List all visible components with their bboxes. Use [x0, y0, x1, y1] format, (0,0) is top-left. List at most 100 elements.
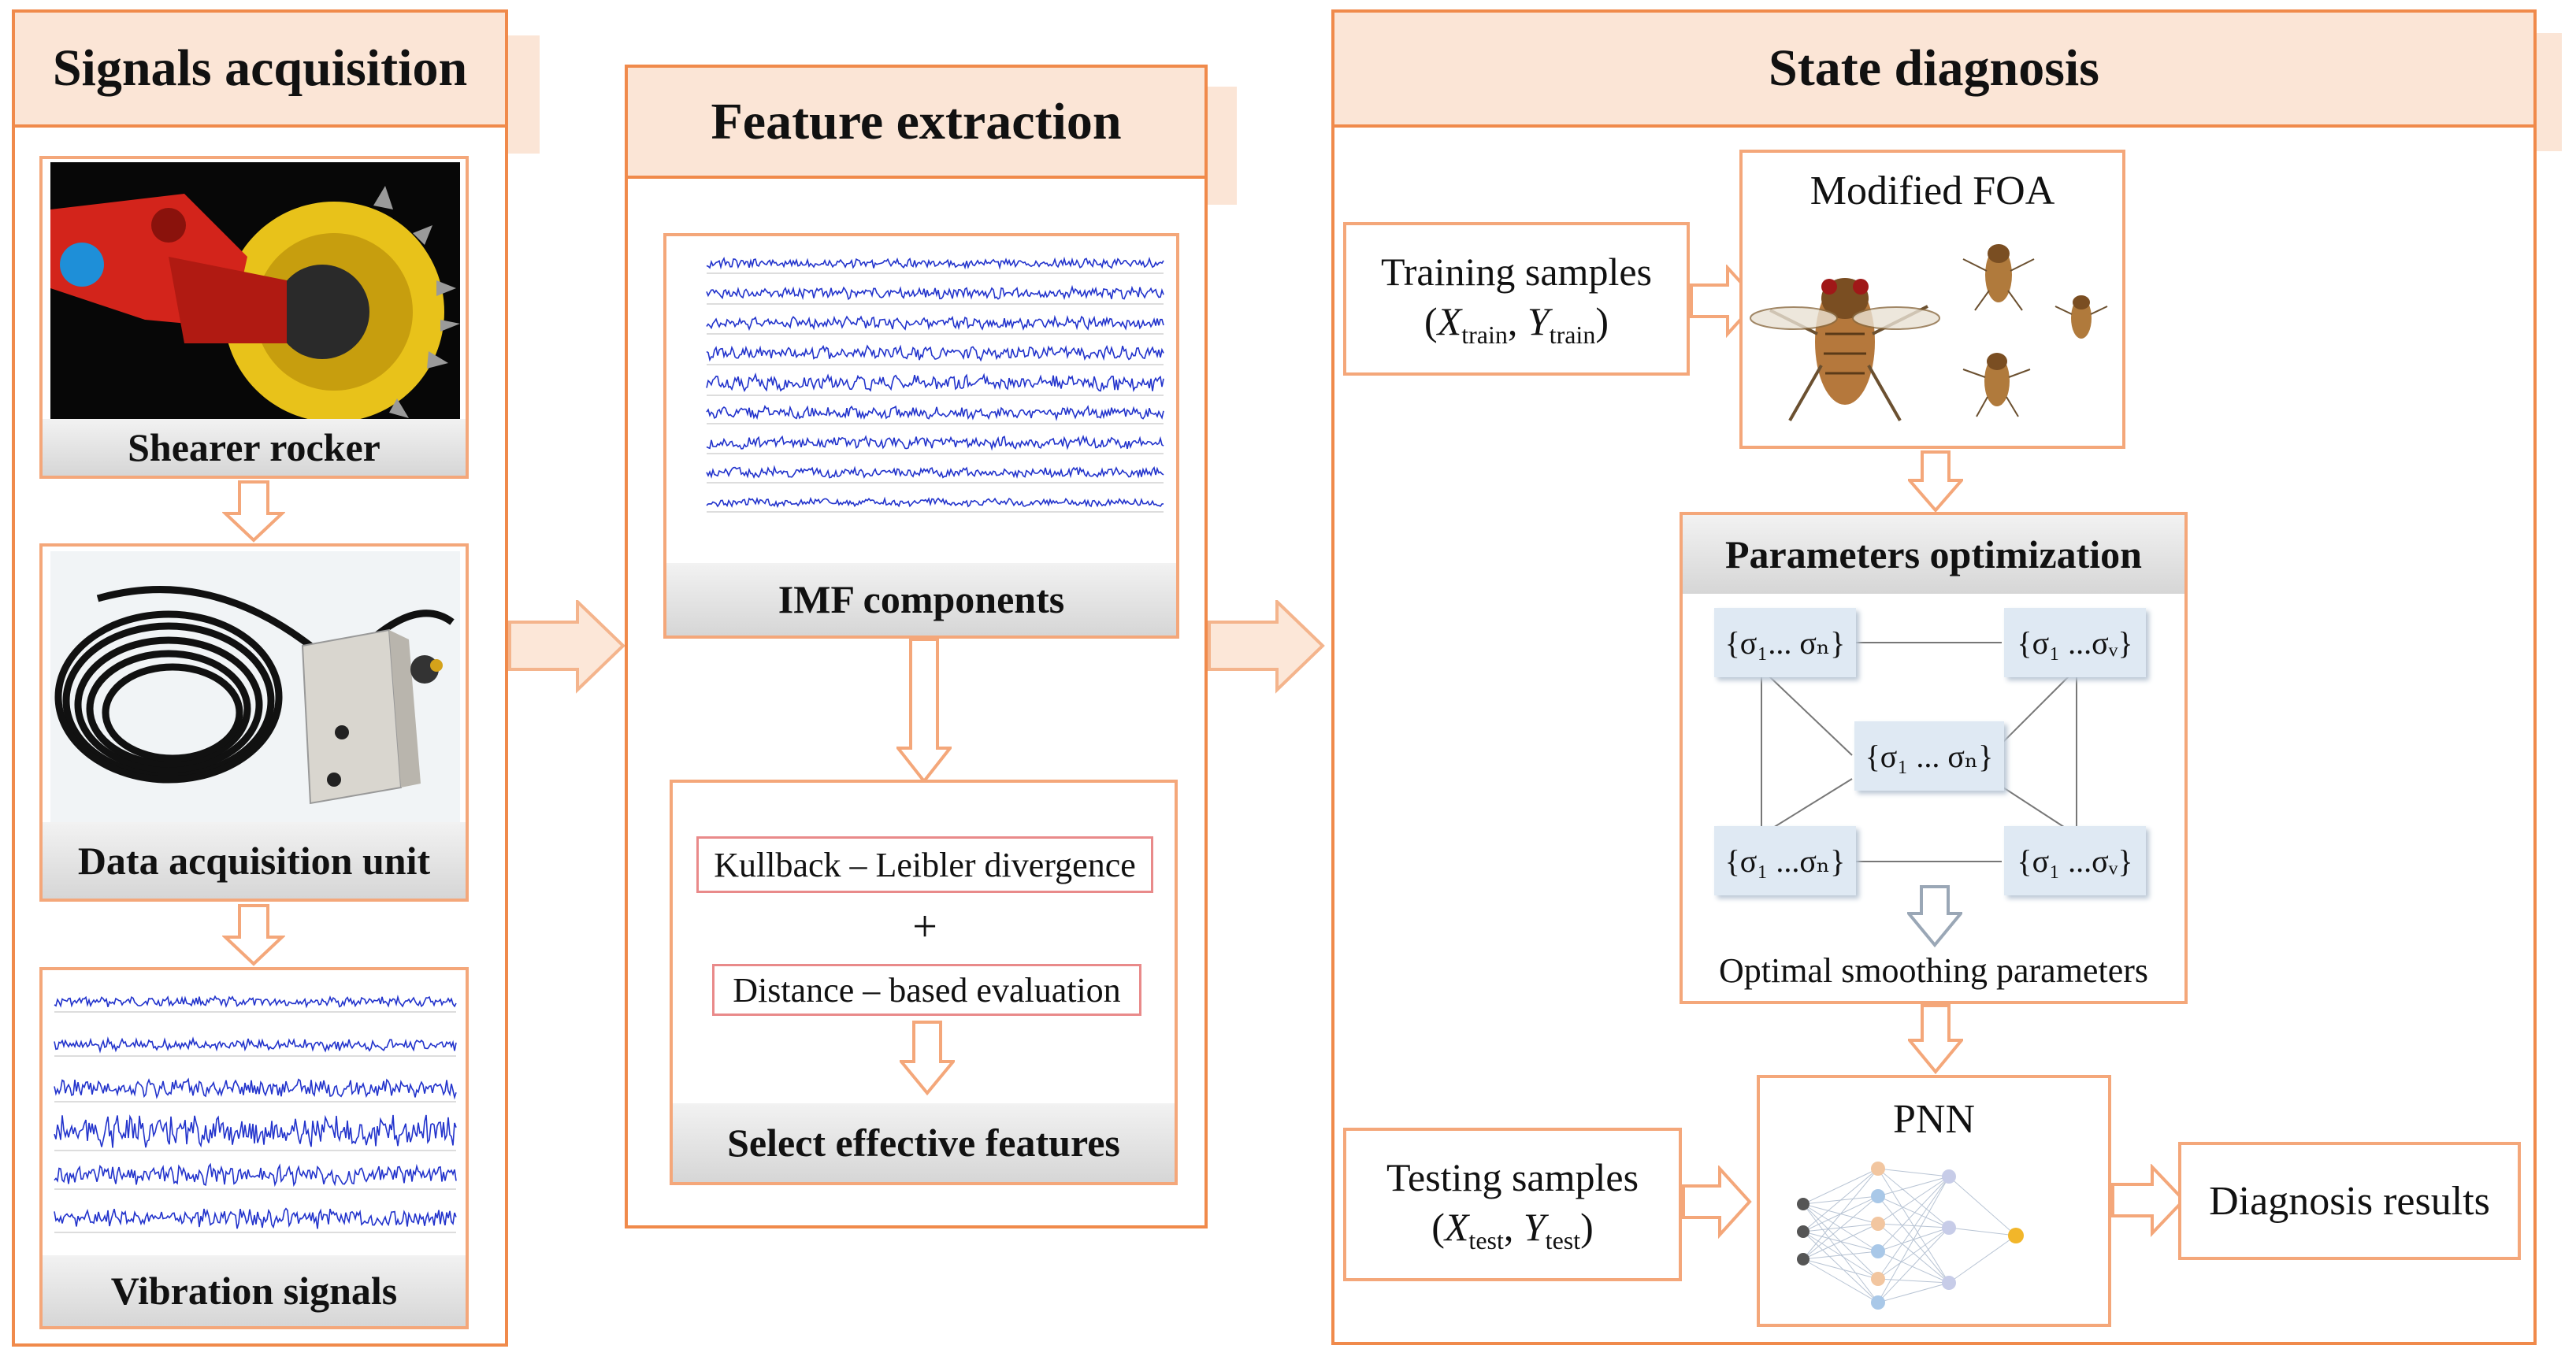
- pnn-link-in-0-5: [1802, 1203, 1879, 1303]
- pnn-link-s-2: [1948, 1235, 2017, 1284]
- vibration-caption: Vibration signals: [43, 1255, 466, 1326]
- extraction-title: Feature extraction: [711, 92, 1122, 150]
- diagnosis-header: State diagnosis: [1331, 9, 2537, 128]
- imf-wave-9: [706, 496, 1164, 509]
- foa-title: Modified FOA: [1743, 167, 2122, 214]
- sigma-node-top-right: {σ₁ ...σᵥ}: [2004, 608, 2146, 677]
- pnn-link-p-4-2: [1877, 1278, 1950, 1284]
- distance-label: Distance – based evaluation: [733, 970, 1121, 1010]
- kl-box: Kullback – Leibler divergence: [696, 836, 1153, 893]
- training-x: X: [1437, 298, 1462, 343]
- pnn-link-p-4-1: [1877, 1227, 1950, 1280]
- foa-box: Modified FOA: [1739, 150, 2125, 449]
- pnn-link-p-1-1: [1877, 1195, 1950, 1228]
- params-label: Parameters optimization: [1724, 532, 2142, 576]
- testing-vars: (Xtest, Ytest): [1431, 1204, 1594, 1254]
- sigma-top-left-label: {σ₁... σₙ}: [1724, 624, 1846, 661]
- sigma-center-label: {σ₁ ... σₙ}: [1865, 738, 1994, 774]
- shearer-image: [50, 162, 460, 422]
- select-caption: Select effective features: [673, 1103, 1175, 1182]
- pnn-network-diagram: [1797, 1162, 2024, 1310]
- sigma-node-bottom-left: {σ₁ ...σₙ}: [1714, 826, 1856, 895]
- fruit-fly-icons: [1750, 244, 2108, 421]
- features-card: Kullback – Leibler divergence + Distance…: [670, 780, 1178, 1185]
- pnn-link-in-2-1: [1802, 1195, 1879, 1260]
- pnn-output-node: [2008, 1228, 2024, 1243]
- kl-label: Kullback – Leibler divergence: [714, 845, 1136, 884]
- pnn-label: PNN: [1892, 1096, 1976, 1142]
- training-vars: (Xtrain, Ytrain): [1424, 298, 1609, 349]
- plus-label: +: [912, 902, 937, 951]
- pnn-pattern-node-3: [1871, 1217, 1885, 1231]
- imf-wave-2: [706, 284, 1164, 301]
- pnn-pattern-node-1: [1871, 1162, 1885, 1176]
- pnn-link-in-1-0: [1802, 1168, 1879, 1232]
- arrow-optimal-params: [1907, 885, 1962, 948]
- imf-wave-1: [706, 256, 1164, 270]
- pnn-link-p-3-0: [1877, 1176, 1950, 1252]
- imf-wave-4: [706, 344, 1164, 362]
- pnn-link-p-0-1: [1877, 1168, 1950, 1228]
- vibration-label: Vibration signals: [110, 1269, 398, 1313]
- pnn-link-p-1-0: [1877, 1176, 1950, 1197]
- params-caption: Parameters optimization: [1683, 515, 2184, 594]
- pnn-title: PNN: [1760, 1095, 2108, 1143]
- extraction-header: Feature extraction: [625, 65, 1208, 179]
- shearer-label: Shearer rocker: [128, 425, 380, 469]
- plus-sign: +: [893, 899, 956, 954]
- training-samples-box: Training samples (Xtrain, Ytrain): [1343, 222, 1690, 376]
- daq-caption: Data acquisition unit: [43, 822, 466, 899]
- fly-large-icon: [1750, 278, 1940, 421]
- sigma-bottom-right-label: {σ₁ ...σᵥ}: [2017, 843, 2133, 879]
- vibration-card: Vibration signals: [39, 967, 469, 1329]
- pnn-pattern-node-4: [1871, 1244, 1885, 1258]
- arrow-shearer-daq: [222, 480, 285, 543]
- pnn-pattern-node-6: [1871, 1295, 1885, 1310]
- imf-wave-7: [706, 434, 1164, 451]
- shearer-card: Shearer rocker: [39, 156, 469, 479]
- pnn-link-in-0-0: [1802, 1168, 1879, 1205]
- arrow-testing-pnn: [1682, 1165, 1752, 1240]
- training-y-sub: train: [1549, 320, 1596, 349]
- pnn-input-node-3: [1797, 1253, 1810, 1266]
- imf-wave-3: [706, 314, 1164, 332]
- pnn-link-in-2-2: [1802, 1223, 1879, 1260]
- pnn-link-p-5-1: [1877, 1227, 1950, 1303]
- testing-x: X: [1444, 1204, 1469, 1249]
- pnn-summation-node-3: [1942, 1276, 1956, 1290]
- testing-samples-box: Testing samples (Xtest, Ytest): [1343, 1128, 1682, 1281]
- vibration-wave-3: [54, 1077, 457, 1100]
- daq-card: Data acquisition unit: [39, 543, 469, 902]
- arrow-pnn-results: [2111, 1164, 2186, 1237]
- arrow-imf-features: [896, 638, 952, 784]
- pnn-summation-node-2: [1942, 1221, 1956, 1235]
- sigma-node-center: {σ₁ ... σₙ}: [1854, 721, 2004, 791]
- vibration-wave-5: [54, 1162, 457, 1188]
- pnn-link-in-2-5: [1802, 1258, 1879, 1303]
- distance-box: Distance – based evaluation: [712, 964, 1141, 1016]
- diagnosis-results-box: Diagnosis results: [2178, 1142, 2521, 1260]
- pnn-link-p-0-0: [1877, 1168, 1950, 1177]
- pnn-link-s-1: [1948, 1227, 2017, 1236]
- vibration-wave-1: [54, 995, 457, 1009]
- pnn-link-in-2-3: [1802, 1251, 1879, 1260]
- optimal-params-text: Optimal smoothing parameters: [1683, 947, 2184, 994]
- pnn-link-s-0: [1948, 1176, 2017, 1236]
- select-label: Select effective features: [727, 1121, 1120, 1165]
- sigma-node-bottom-right: {σ₁ ...σᵥ}: [2004, 826, 2146, 895]
- imf-plot: [706, 256, 1164, 513]
- imf-wave-5: [706, 372, 1164, 393]
- pnn-link-p-3-2: [1877, 1251, 1950, 1284]
- params-box: Parameters optimization {σ₁... σₙ} {σ₁ .…: [1680, 512, 2188, 1004]
- arrow-extraction-diagnosis: [1208, 600, 1325, 694]
- acquisition-header: Signals acquisition: [12, 9, 508, 128]
- pnn-box: PNN: [1757, 1075, 2111, 1327]
- arrow-daq-vibration: [222, 904, 285, 966]
- pnn-summation-node-1: [1942, 1169, 1956, 1184]
- pnn-pattern-node-2: [1871, 1189, 1885, 1203]
- pnn-link-p-5-0: [1877, 1176, 1950, 1303]
- diagnosis-results-label: Diagnosis results: [2209, 1178, 2490, 1224]
- pnn-input-node-1: [1797, 1198, 1810, 1210]
- sigma-top-right-label: {σ₁ ...σᵥ}: [2017, 624, 2133, 661]
- daq-label: Data acquisition unit: [77, 838, 431, 883]
